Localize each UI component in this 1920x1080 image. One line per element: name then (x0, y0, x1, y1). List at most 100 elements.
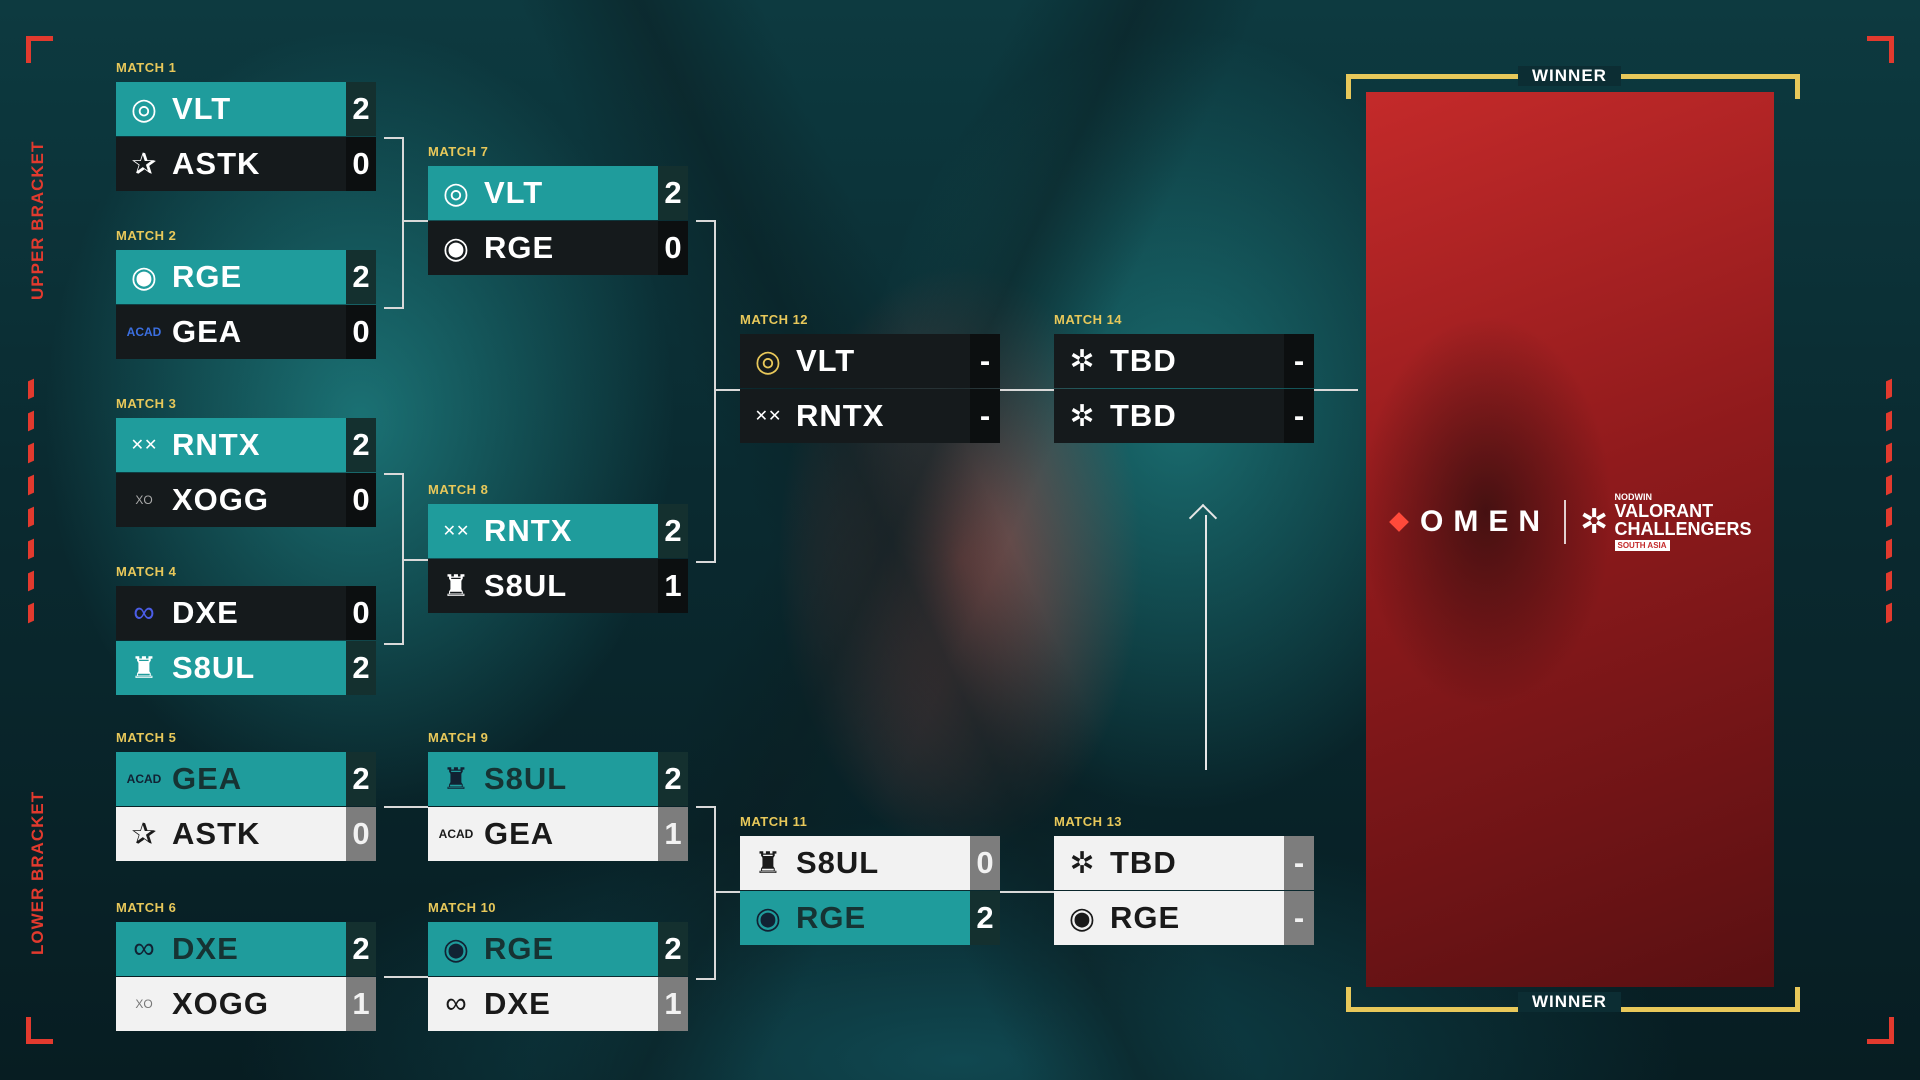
rntx-logo-icon: ✕✕ (130, 437, 158, 454)
team-score: 1 (658, 807, 688, 861)
team-name: TBD (1110, 343, 1177, 378)
team-row: ♜ S8UL 1 (428, 559, 688, 613)
team-row: ✲TBD- (1054, 334, 1314, 388)
team-score: 0 (346, 473, 376, 527)
team-row: ◎VLT- (740, 334, 1000, 388)
team-name: S8UL (484, 761, 568, 796)
match-13: MATCH 13 ✲TBD- ◉RGE- (1054, 814, 1314, 946)
team-score: 2 (346, 250, 376, 304)
vct-logo: ✲ NODWIN VALORANT CHALLENGERS SOUTH ASIA (1580, 492, 1752, 551)
match-label: MATCH 14 (1054, 312, 1123, 327)
match-label: MATCH 10 (428, 900, 497, 915)
match-label: MATCH 6 (116, 900, 177, 915)
frame-corner (1867, 36, 1894, 63)
team-name: S8UL (796, 845, 880, 880)
match-label: MATCH 5 (116, 730, 177, 745)
frame-corner (26, 1017, 53, 1044)
astk-star-icon: ✰ (131, 147, 157, 181)
dxe-logo-icon: ∞ (133, 932, 155, 965)
rge-logo-icon: ◉ (1068, 901, 1096, 935)
gea-academy-icon: ACAD (126, 772, 162, 786)
team-score: 2 (970, 891, 1000, 945)
bracket-connector (696, 220, 716, 563)
s8ul-logo-icon: ♜ (442, 569, 470, 603)
vct-title-2: CHALLENGERS (1614, 519, 1752, 539)
team-score: 2 (346, 641, 376, 695)
team-name: S8UL (484, 568, 568, 603)
rntx-logo-icon: ✕✕ (754, 408, 782, 425)
winner-label-bottom: WINNER (1518, 992, 1621, 1012)
team-name: RGE (796, 900, 867, 935)
bracket-connector (1000, 891, 1054, 893)
omen-diamond-icon (1389, 511, 1409, 532)
team-name: DXE (484, 986, 551, 1021)
team-score: 0 (346, 305, 376, 359)
team-score: - (970, 389, 1000, 443)
advance-arrow (1205, 515, 1207, 770)
vct-logo-icon: ✲ (1069, 846, 1095, 880)
frame-corner (26, 36, 53, 63)
vlt-logo-icon: ◎ (130, 92, 158, 126)
match-label: MATCH 12 (740, 312, 809, 327)
bracket-connector (384, 473, 404, 645)
team-name: RGE (172, 259, 243, 294)
xogg-logo-icon: XO (135, 997, 153, 1011)
omen-logo: OMEN (1389, 505, 1550, 539)
bracket-connector (714, 389, 740, 391)
team-name: VLT (172, 91, 232, 126)
bracket-connector (714, 891, 740, 893)
team-score: 0 (658, 221, 688, 275)
s8ul-logo-icon: ♜ (130, 651, 158, 685)
team-score: 0 (346, 586, 376, 640)
team-row: ✲TBD- (1054, 389, 1314, 443)
team-score: 2 (658, 504, 688, 558)
team-name: RNTX (172, 427, 261, 462)
team-name: VLT (484, 175, 544, 210)
bracket-connector (1314, 389, 1358, 391)
match-label: MATCH 2 (116, 228, 177, 243)
team-name: RGE (484, 931, 555, 966)
match-12: MATCH 12 ◎VLT- ✕✕ RNTX - (740, 312, 1000, 444)
team-name: TBD (1110, 398, 1177, 433)
team-score: 2 (658, 166, 688, 220)
match-label: MATCH 7 (428, 144, 489, 159)
team-row: ♜ S8UL 2 (428, 752, 688, 806)
team-name: DXE (172, 595, 239, 630)
s8ul-logo-icon: ♜ (442, 762, 470, 796)
team-score: 2 (658, 752, 688, 806)
vlt-logo-icon: ◎ (754, 344, 782, 378)
team-score: 1 (658, 559, 688, 613)
rge-logo-icon: ◉ (442, 231, 470, 265)
lower-bracket-label: LOWER BRACKET (28, 790, 47, 955)
match-label: MATCH 1 (116, 60, 177, 75)
logo-divider (1564, 499, 1566, 544)
team-name: ASTK (172, 146, 261, 181)
team-name: TBD (1110, 845, 1177, 880)
team-score: 0 (970, 836, 1000, 890)
team-name: RNTX (796, 398, 885, 433)
vct-logo-icon: ✲ (1069, 399, 1095, 433)
xogg-logo-icon: XO (135, 493, 153, 507)
bracket-connector (384, 806, 428, 808)
team-name: RGE (1110, 900, 1181, 935)
team-score: 0 (346, 137, 376, 191)
team-name: GEA (172, 314, 243, 349)
team-score: 2 (346, 922, 376, 976)
